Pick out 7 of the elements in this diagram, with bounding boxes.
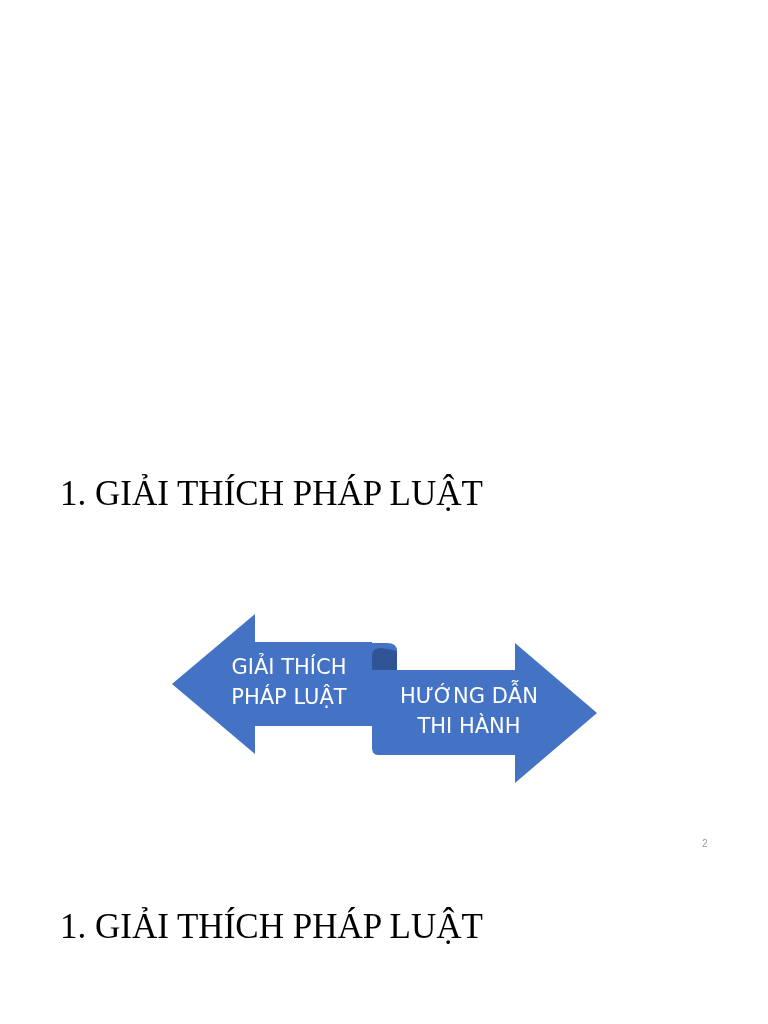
arrow-text: GIẢI THÍCH PHÁP LUẬT: [230, 652, 348, 711]
slide-heading: 1. GIẢI THÍCH PHÁP LUẬT: [60, 907, 483, 947]
slide-heading: 1. GIẢI THÍCH PHÁP LUẬT: [60, 474, 483, 514]
arrow-text: HƯỚNG DẪN THI HÀNH: [384, 681, 554, 741]
page-number: 2: [702, 838, 708, 849]
left-arrow-shape: [172, 614, 372, 754]
right-arrow-shape: [372, 643, 597, 783]
